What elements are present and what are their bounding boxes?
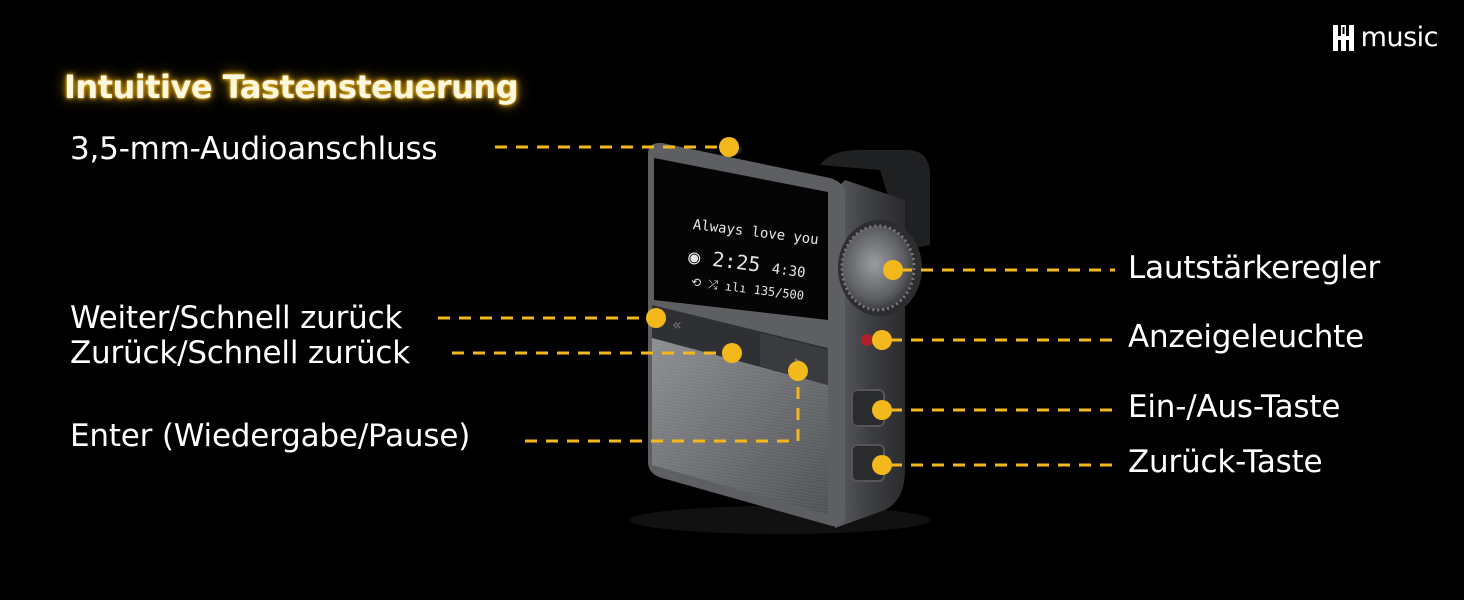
back-marker: [872, 455, 892, 475]
label-enter: Enter (Wiedergabe/Pause): [70, 418, 471, 454]
label-indicator: Anzeigeleuchte: [1128, 319, 1365, 355]
label-next-ff: Weiter/Schnell zurück: [70, 300, 403, 336]
page-title: Intuitive Tastensteuerung: [64, 68, 519, 106]
power-marker: [872, 400, 892, 420]
label-power: Ein-/Aus-Taste: [1128, 389, 1341, 425]
prev-marker: [722, 343, 742, 363]
enter-marker: [788, 361, 808, 381]
volume-knob: [842, 226, 914, 310]
volume-marker: [883, 260, 903, 280]
prev-arrow-icon: «: [672, 315, 682, 334]
next-marker: [646, 308, 666, 328]
label-volume: Lautstärkeregler: [1128, 250, 1381, 286]
label-back: Zurück-Taste: [1128, 444, 1323, 480]
audio-jack-marker: [719, 137, 739, 157]
indicator-marker: [872, 330, 892, 350]
brand-logo: music: [1332, 22, 1439, 53]
h-logo-icon: [1332, 24, 1354, 51]
label-prev-rw: Zurück/Schnell zurück: [70, 335, 410, 371]
brand-name: music: [1360, 22, 1439, 53]
label-audio-jack: 3,5-mm-Audioanschluss: [70, 131, 438, 167]
